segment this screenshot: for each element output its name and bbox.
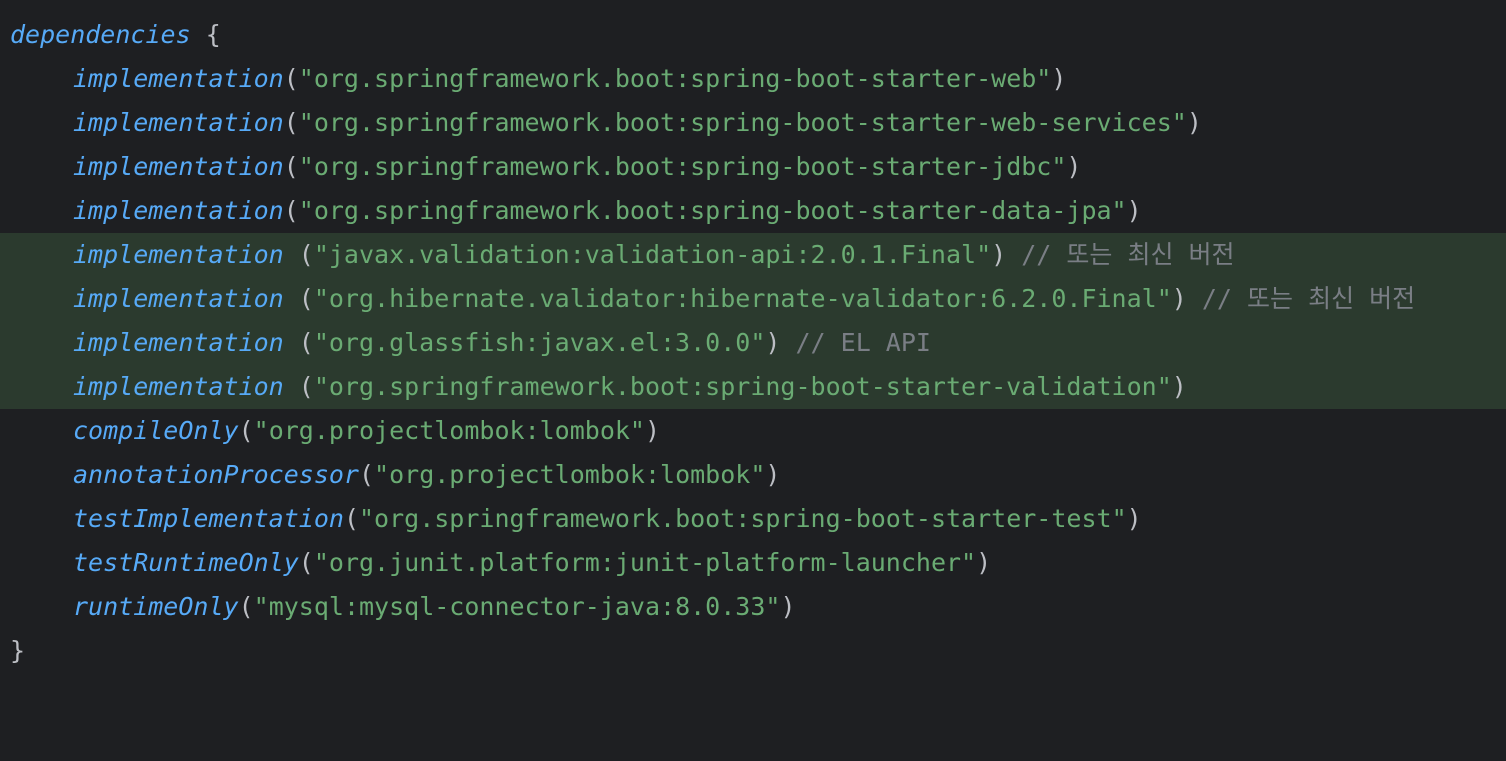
dependency-function: compileOnly [73, 416, 239, 445]
line-comment: // 또는 최신 버전 [1186, 284, 1416, 313]
dependency-function: implementation [73, 64, 284, 93]
code-line[interactable]: compileOnly("org.projectlombok:lombok") [73, 416, 661, 445]
dependency-function: implementation [73, 372, 284, 401]
dependency-coordinate: "org.springframework.boot:spring-boot-st… [359, 504, 1127, 533]
dependencies-keyword: dependencies [10, 20, 191, 49]
code-line[interactable]: runtimeOnly("mysql:mysql-connector-java:… [73, 592, 796, 621]
dependency-coordinate: "org.springframework.boot:spring-boot-st… [298, 152, 1067, 181]
dependency-coordinate: "org.springframework.boot:spring-boot-st… [298, 196, 1127, 225]
code-line[interactable]: implementation("org.springframework.boot… [73, 64, 1067, 93]
dependency-function: implementation [73, 152, 284, 181]
dependency-coordinate: "javax.validation:validation-api:2.0.1.F… [313, 240, 992, 269]
dependency-coordinate: "mysql:mysql-connector-java:8.0.33" [253, 592, 781, 621]
code-line[interactable]: testImplementation("org.springframework.… [73, 504, 1142, 533]
dependency-coordinate: "org.hibernate.validator:hibernate-valid… [313, 284, 1172, 313]
dependency-function: implementation [73, 284, 284, 313]
dependency-function: testRuntimeOnly [73, 548, 299, 577]
dependency-coordinate: "org.springframework.boot:spring-boot-st… [298, 64, 1052, 93]
dependency-coordinate: "org.glassfish:javax.el:3.0.0" [313, 328, 766, 357]
code-line-changed[interactable]: implementation ("org.springframework.boo… [0, 365, 1506, 409]
dependency-function: runtimeOnly [73, 592, 239, 621]
open-brace: { [205, 20, 221, 49]
dependency-coordinate: "org.projectlombok:lombok" [374, 460, 766, 489]
code-line-changed[interactable]: implementation ("javax.validation:valida… [0, 233, 1506, 277]
code-line-footer[interactable]: } [0, 629, 1506, 673]
dependency-function: implementation [73, 196, 284, 225]
code-line[interactable]: implementation("org.springframework.boot… [73, 108, 1202, 137]
dependency-function: annotationProcessor [73, 460, 359, 489]
dependency-coordinate: "org.springframework.boot:spring-boot-st… [313, 372, 1172, 401]
code-line-header[interactable]: dependencies { [0, 13, 1506, 57]
dependency-function: testImplementation [73, 504, 344, 533]
code-line[interactable]: implementation("org.springframework.boot… [73, 196, 1142, 225]
close-brace: } [10, 636, 26, 665]
dependency-function: implementation [73, 240, 284, 269]
dependency-coordinate: "org.junit.platform:junit-platform-launc… [313, 548, 977, 577]
dependency-coordinate: "org.projectlombok:lombok" [253, 416, 645, 445]
code-line[interactable]: annotationProcessor("org.projectlombok:l… [73, 460, 781, 489]
code-line-changed[interactable]: implementation ("org.hibernate.validator… [0, 277, 1506, 321]
dependency-coordinate: "org.springframework.boot:spring-boot-st… [298, 108, 1187, 137]
code-editor[interactable]: dependencies { implementation("org.sprin… [0, 0, 1506, 700]
line-comment: // 또는 최신 버전 [1006, 240, 1235, 269]
line-comment: // EL API [780, 328, 931, 357]
code-line-changed[interactable]: implementation ("org.glassfish:javax.el:… [0, 321, 1506, 365]
code-line[interactable]: testRuntimeOnly("org.junit.platform:juni… [73, 548, 992, 577]
dependency-function: implementation [73, 108, 284, 137]
code-line[interactable]: implementation("org.springframework.boot… [73, 152, 1082, 181]
dependency-function: implementation [73, 328, 284, 357]
